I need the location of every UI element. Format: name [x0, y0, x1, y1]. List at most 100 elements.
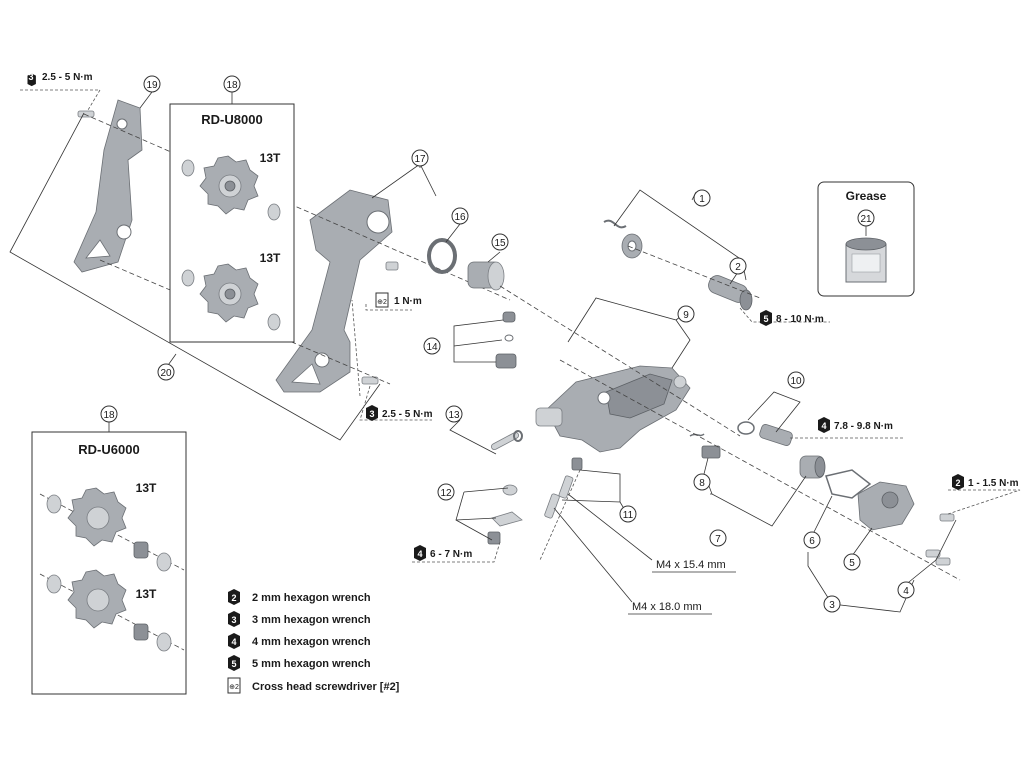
svg-text:Cross head screwdriver [#2]: Cross head screwdriver [#2]	[252, 681, 400, 693]
callout-19: 19	[143, 75, 161, 93]
svg-text:4: 4	[903, 586, 909, 597]
callout-4: 4	[897, 581, 915, 599]
torque-right-4: 2 1 - 1.5 N·m	[952, 474, 1019, 490]
legend-item-3mm: 3 3 mm hexagon wrench	[228, 611, 371, 627]
rd-u8000-cog-top: 13T	[260, 151, 281, 165]
svg-text:2: 2	[735, 262, 741, 273]
bolt-label-m4-short: M4 x 15.4 mm	[656, 559, 726, 571]
svg-text:8 - 10 N·m: 8 - 10 N·m	[776, 314, 824, 325]
pulley-lower-u8000	[181, 263, 281, 331]
svg-text:7: 7	[715, 534, 721, 545]
svg-text:12: 12	[440, 488, 452, 499]
callout-21: 21	[857, 209, 875, 227]
callout-17: 17	[411, 149, 429, 167]
svg-text:5: 5	[849, 558, 855, 569]
ring-16	[427, 238, 457, 274]
svg-text:8: 8	[699, 478, 705, 489]
svg-text:4: 4	[821, 421, 826, 431]
callout-6: 6	[803, 531, 821, 549]
adjust-parts-14	[495, 311, 517, 369]
callout-1: 1	[693, 189, 711, 207]
callout-14: 14	[423, 337, 441, 355]
rd-u6000-cog-top: 13T	[136, 481, 157, 495]
svg-text:5 mm hexagon wrench: 5 mm hexagon wrench	[252, 658, 371, 670]
legend-item-5mm: 5 5 mm hexagon wrench	[228, 655, 371, 671]
torque-mid: 3 2.5 - 5 N·m	[366, 405, 433, 421]
legend-item-4mm: 4 4 mm hexagon wrench	[228, 633, 371, 649]
callout-8: 8	[693, 473, 711, 491]
axle-13	[491, 430, 523, 451]
callout-3: 3	[823, 595, 841, 613]
svg-text:6: 6	[809, 536, 815, 547]
small-screw-17	[385, 261, 399, 271]
svg-text:5: 5	[231, 659, 236, 669]
svg-text:2: 2	[231, 593, 236, 603]
svg-text:7.8 - 9.8 N·m: 7.8 - 9.8 N·m	[834, 421, 893, 432]
svg-text:3: 3	[829, 600, 835, 611]
b-axle-2	[708, 275, 753, 311]
cover-5	[857, 481, 915, 531]
svg-text:2.5 - 5 N·m: 2.5 - 5 N·m	[382, 409, 433, 420]
screws-4	[925, 513, 955, 566]
gasket-6	[825, 469, 872, 499]
callout-9: 9	[677, 305, 695, 323]
spring-1	[603, 219, 643, 259]
svg-text:19: 19	[146, 80, 158, 91]
torque-right-2: 5 8 - 10 N·m	[760, 310, 824, 326]
bolts-11	[544, 457, 583, 519]
svg-text:3: 3	[28, 72, 33, 82]
cage-plate-inner-17	[275, 189, 393, 393]
cage-plate-outer-19	[73, 99, 143, 273]
svg-text:14: 14	[426, 342, 438, 353]
svg-text:20: 20	[160, 368, 172, 379]
callout-10: 10	[787, 371, 805, 389]
svg-text:1: 1	[699, 194, 705, 205]
svg-text:2 mm hexagon wrench: 2 mm hexagon wrench	[252, 592, 371, 604]
cable-fix-parts-12	[487, 484, 523, 545]
rd-u8000-cog-bottom: 13T	[260, 251, 281, 265]
spring-unit-8	[689, 433, 721, 459]
rd-u8000-title: RD-U8000	[201, 112, 262, 127]
svg-text:6 - 7 N·m: 6 - 7 N·m	[430, 549, 472, 560]
axle-10	[737, 421, 793, 446]
svg-text:18: 18	[226, 80, 238, 91]
cage-bolt-19	[77, 110, 95, 118]
svg-text:11: 11	[623, 510, 634, 521]
callout-15: 15	[491, 233, 509, 251]
callout-12: 12	[437, 483, 455, 501]
main-body-9	[535, 365, 691, 453]
grease-tub-21	[845, 237, 887, 283]
callout-7: 7	[709, 529, 727, 547]
svg-text:3 mm hexagon wrench: 3 mm hexagon wrench	[252, 614, 371, 626]
legend-item-2mm: 2 2 mm hexagon wrench	[228, 589, 371, 605]
tool-legend: 2 2 mm hexagon wrench 3 3 mm hexagon wre…	[227, 589, 400, 694]
cage-bolt-17	[361, 376, 379, 385]
legend-item-cross-head: ⊕2 Cross head screwdriver [#2]	[227, 677, 400, 694]
pulley-upper-u6000	[46, 487, 172, 572]
unit-7	[799, 455, 826, 479]
svg-text:1 N·m: 1 N·m	[394, 296, 422, 307]
bushing-15	[467, 261, 505, 291]
svg-text:3: 3	[231, 615, 236, 625]
svg-text:9: 9	[683, 310, 689, 321]
svg-text:13: 13	[448, 410, 460, 421]
callout-18-top: 18	[223, 75, 241, 93]
callout-20: 20	[157, 363, 175, 381]
callout-18-bottom: 18	[100, 405, 118, 423]
svg-text:10: 10	[790, 376, 802, 387]
svg-text:3: 3	[369, 409, 374, 419]
svg-text:21: 21	[860, 214, 872, 225]
svg-text:16: 16	[454, 212, 466, 223]
svg-text:17: 17	[414, 154, 426, 165]
pulley-upper-u8000	[181, 155, 281, 221]
torque-top-left: 3 2.5 - 5 N·m	[27, 72, 93, 87]
torque-bottom: 4 6 - 7 N·m	[414, 545, 472, 561]
callout-2: 2	[729, 257, 747, 275]
svg-text:4 mm hexagon wrench: 4 mm hexagon wrench	[252, 636, 371, 648]
svg-text:15: 15	[494, 238, 506, 249]
svg-text:5: 5	[763, 314, 768, 324]
callout-16: 16	[451, 207, 469, 225]
svg-text:⊕2: ⊕2	[377, 299, 387, 306]
callout-11: 11	[619, 505, 637, 523]
